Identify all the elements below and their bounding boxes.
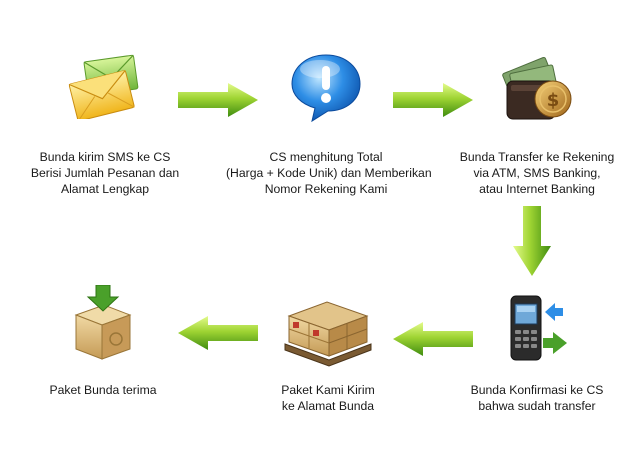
caption-line: Bunda kirim SMS ke CS: [39, 150, 171, 164]
step-cs-calculate: CS menghitung Total (Harga + Kode Unik) …: [226, 45, 432, 205]
caption-line: Bunda Transfer ke Rekening: [459, 150, 615, 164]
step-package-received: Paket Bunda terima: [3, 285, 203, 425]
step-bank-transfer: $ Bunda Transfer ke Rekening via ATM, SM…: [437, 45, 637, 205]
caption-line: (Harga + Kode Unik) dan Memberikan: [226, 166, 432, 180]
arrow-right-icon: [393, 83, 473, 117]
package-received-icon: [68, 285, 138, 365]
wallet-money-icon: $: [497, 55, 577, 125]
caption-line: ke Alamat Bunda: [281, 399, 375, 413]
boxes-pallet-icon: [283, 290, 373, 368]
arrow-down-icon: [513, 206, 551, 276]
svg-text:$: $: [547, 90, 560, 111]
step-sms-order: Bunda kirim SMS ke CS Berisi Jumlah Pesa…: [5, 45, 205, 205]
caption-line: Bunda Konfirmasi ke CS: [470, 383, 604, 397]
caption-line: bahwa sudah transfer: [478, 399, 596, 413]
caption-line: via ATM, SMS Banking,: [473, 166, 601, 180]
caption-line: Paket Bunda terima: [49, 383, 157, 397]
caption-line: CS menghitung Total: [269, 150, 383, 164]
caption-line: atau Internet Banking: [479, 182, 595, 196]
arrow-right-icon: [178, 83, 258, 117]
envelope-icon: [67, 53, 143, 119]
caption-line: Alamat Lengkap: [60, 182, 150, 196]
caption-line: Berisi Jumlah Pesanan dan: [30, 166, 180, 180]
caption-line: Paket Kami Kirim: [281, 383, 375, 397]
info-bubble-icon: [290, 51, 362, 123]
step-confirm-payment: Bunda Konfirmasi ke CS bahwa sudah trans…: [437, 290, 637, 430]
arrow-left-icon: [178, 316, 258, 350]
arrow-left-icon: [393, 322, 473, 356]
step-ship-package: Paket Kami Kirim ke Alamat Bunda: [228, 290, 428, 430]
caption-line: Nomor Rekening Kami: [264, 182, 388, 196]
mobile-phone-icon: [497, 292, 577, 364]
